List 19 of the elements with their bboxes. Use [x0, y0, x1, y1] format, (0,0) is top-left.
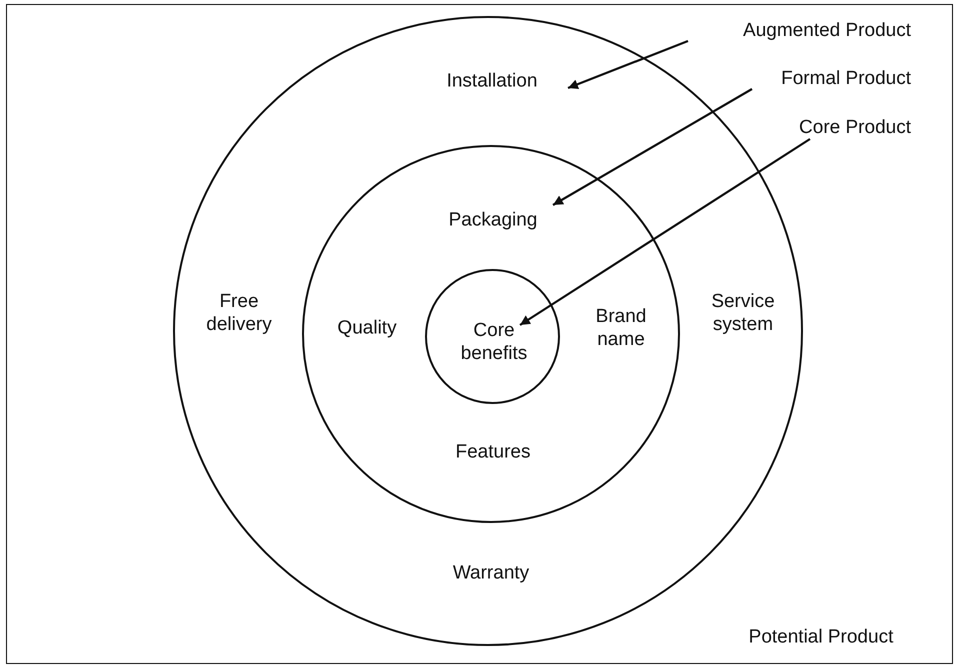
arrow: [519, 138, 811, 326]
feature-label: Quality: [337, 316, 397, 340]
feature-label: Free delivery: [205, 290, 273, 336]
arrow: [568, 40, 688, 90]
feature-label: Core benefits: [460, 319, 528, 365]
feature-label: Features: [456, 440, 530, 464]
feature-label: Service system: [710, 290, 776, 336]
ring-circle: [425, 269, 560, 404]
arrow: [552, 88, 753, 206]
frame-border: [6, 4, 953, 664]
ring-circle: [302, 145, 680, 523]
feature-label: Packaging: [448, 208, 538, 232]
ring-label: Core Product: [799, 116, 911, 139]
feature-label: Warranty: [452, 562, 530, 584]
level-label: Potential Product: [748, 626, 894, 648]
ring-label: Formal Product: [781, 67, 911, 90]
feature-label: Installation: [446, 70, 538, 92]
ring-label: Augmented Product: [743, 19, 911, 42]
feature-label: Brand name: [594, 305, 648, 351]
